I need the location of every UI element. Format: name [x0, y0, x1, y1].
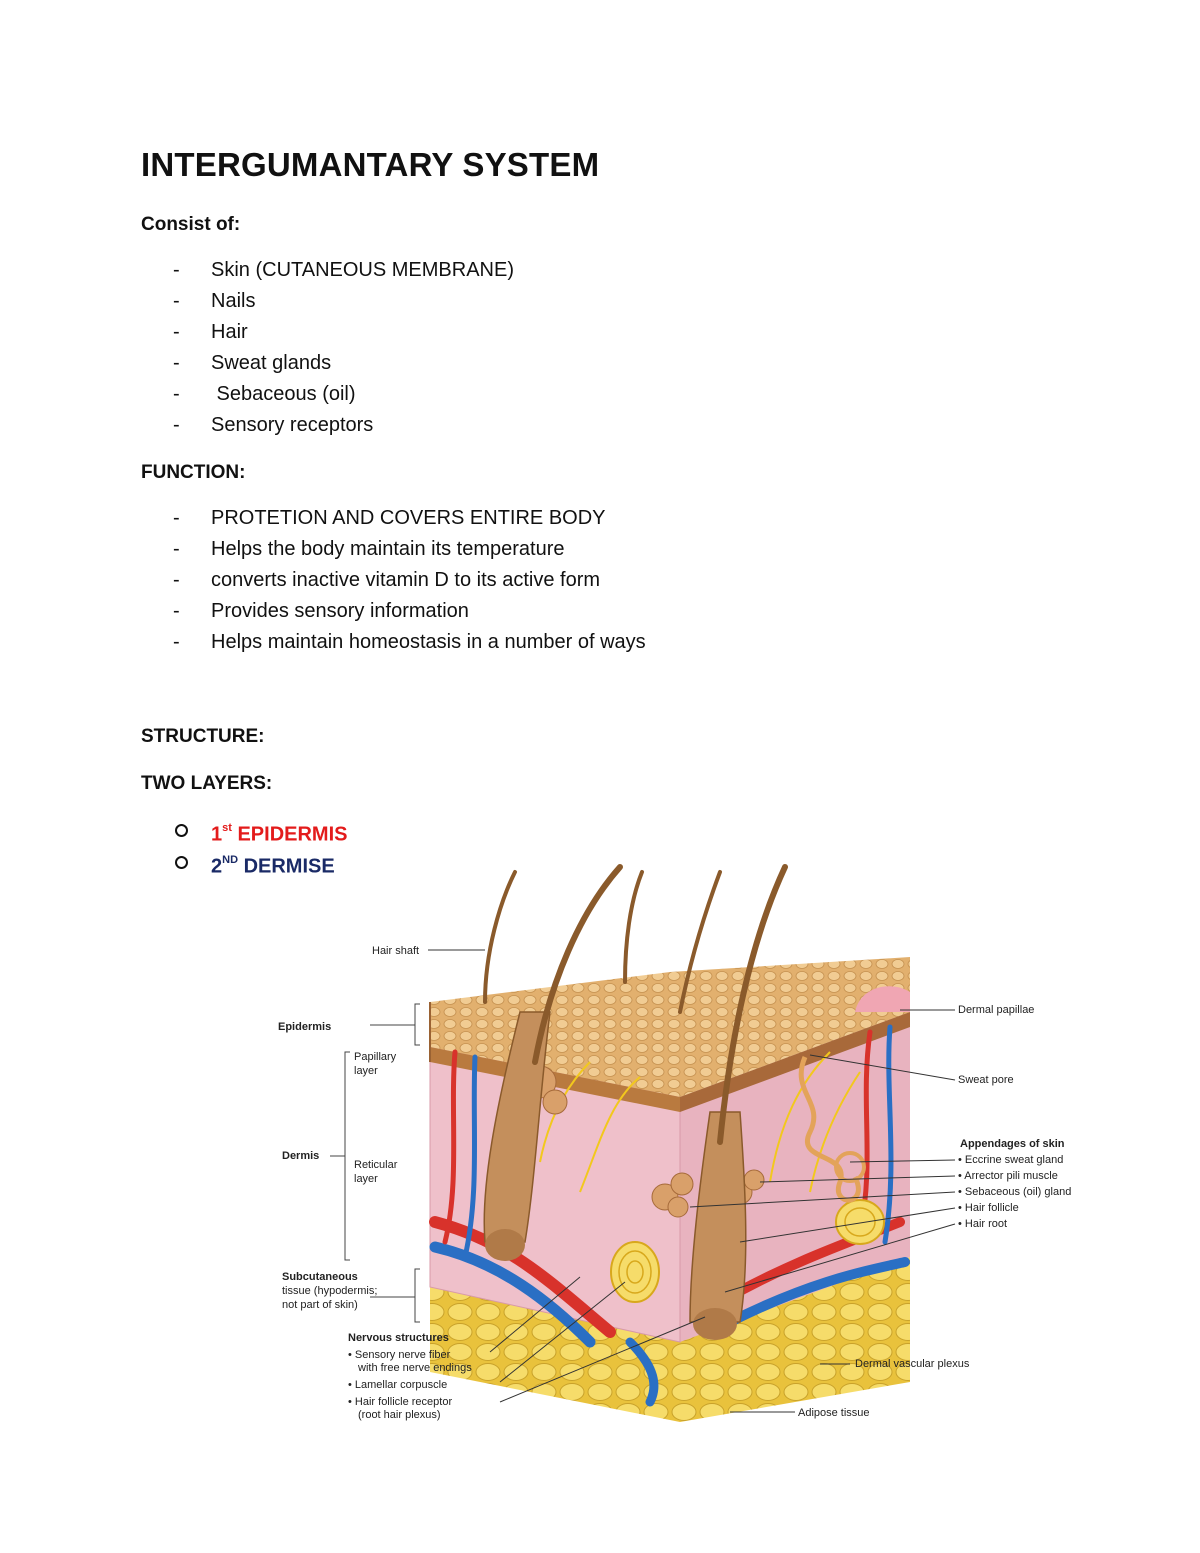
label-dermis: Dermis [282, 1150, 319, 1162]
label-papillary-layer: layer [354, 1065, 378, 1077]
diagram-labels: Hair shaft Epidermis Papillary layer Der… [278, 945, 1071, 1421]
label-epidermis: Epidermis [278, 1021, 331, 1033]
label-follicle-receptor-2: (root hair plexus) [358, 1409, 441, 1421]
label-follicle-receptor: • Hair follicle receptor [348, 1396, 452, 1408]
dermal-papillae [855, 986, 910, 1012]
layer-item-epidermis: 1st EPIDERMIS [141, 814, 348, 846]
list-item: -Helps the body maintain its temperature [173, 538, 565, 560]
label-sensory-nerve-2: with free nerve endings [357, 1362, 472, 1374]
function-list: -PROTETION AND COVERS ENTIRE BODY -Helps… [141, 503, 646, 658]
function-heading: FUNCTION: [141, 462, 246, 483]
list-item: -Helps maintain homeostasis in a number … [173, 631, 646, 653]
list-item: -converts inactive vitamin D to its acti… [173, 569, 601, 591]
list-item: -Provides sensory information [173, 600, 469, 622]
layer-brackets [330, 1003, 420, 1323]
consist-heading: Consist of: [141, 214, 241, 235]
lamellar-corpuscle [610, 1199, 885, 1303]
list-item: -Nails [173, 290, 256, 312]
two-layers-heading: TWO LAYERS: [141, 773, 273, 794]
list-item: -PROTETION AND COVERS ENTIRE BODY [173, 507, 606, 529]
label-subcutaneous-2: tissue (hypodermis; [282, 1285, 377, 1297]
label-papillary: Papillary [354, 1051, 397, 1063]
list-item: - Sebaceous (oil) [173, 383, 356, 405]
label-sensory-nerve: • Sensory nerve fiber [348, 1349, 451, 1361]
label-subcutaneous: Subcutaneous [282, 1271, 358, 1283]
page-title: INTERGUMANTARY SYSTEM [141, 146, 600, 183]
label-reticular-layer: layer [354, 1173, 378, 1185]
circle-bullet-icon [175, 824, 188, 837]
label-hair-shaft: Hair shaft [372, 945, 419, 957]
leader-lines [428, 949, 956, 1413]
hair-shaft [483, 864, 788, 1145]
label-dermal-papillae: Dermal papillae [958, 1004, 1034, 1016]
label-hair-root: • Hair root [958, 1218, 1007, 1230]
label-sweat-pore: Sweat pore [958, 1074, 1014, 1086]
list-item: -Sweat glands [173, 352, 332, 374]
label-adipose: Adipose tissue [798, 1407, 870, 1419]
list-item: -Sensory receptors [173, 414, 374, 436]
list-item: -Hair [173, 321, 248, 343]
label-subcutaneous-3: not part of skin) [282, 1299, 358, 1311]
layer-item-dermis: 2ND DERMISE [141, 846, 348, 878]
skin-diagram: Hair shaft Epidermis Papillary layer Der… [278, 864, 1071, 1422]
label-eccrine: • Eccrine sweat gland [958, 1154, 1063, 1166]
label-nervous-structures: Nervous structures [348, 1332, 449, 1344]
label-reticular: Reticular [354, 1159, 398, 1171]
label-sebaceous: • Sebaceous (oil) gland [958, 1186, 1071, 1198]
eccrine-sweat-gland [798, 1056, 866, 1203]
list-item: -Skin (CUTANEOUS MEMBRANE) [173, 259, 514, 281]
label-appendages: Appendages of skin [960, 1138, 1065, 1150]
structure-heading: STRUCTURE: [141, 726, 265, 747]
label-arrector: • Arrector pili muscle [958, 1170, 1058, 1182]
label-lamellar: • Lamellar corpuscle [348, 1379, 447, 1391]
label-vascular-plexus: Dermal vascular plexus [855, 1358, 970, 1370]
circle-bullet-icon [175, 856, 188, 869]
consist-list: -Skin (CUTANEOUS MEMBRANE) -Nails -Hair … [141, 255, 514, 441]
hair-follicle [483, 1011, 747, 1340]
label-hair-follicle: • Hair follicle [958, 1202, 1019, 1214]
layers-list: 1st EPIDERMIS 2ND DERMISE [141, 814, 348, 878]
